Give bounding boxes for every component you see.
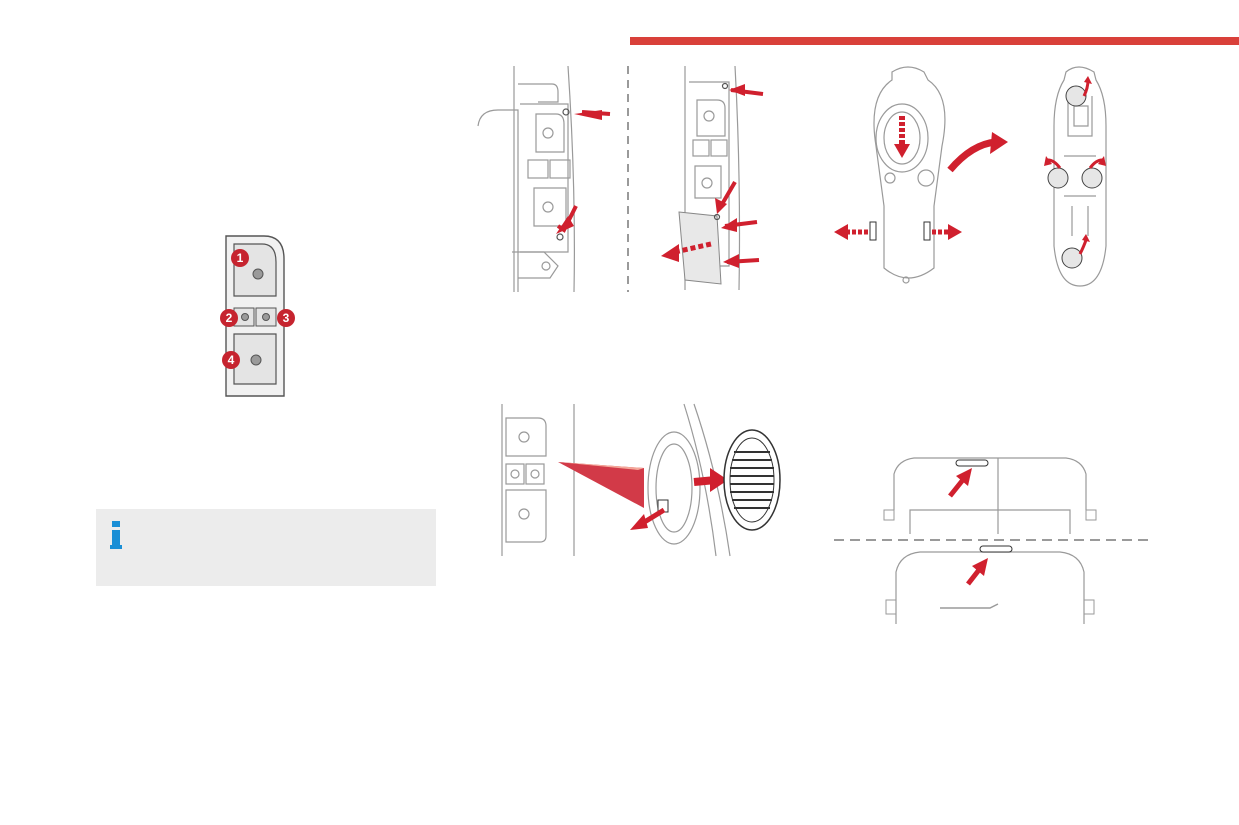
svg-text:1: 1 (237, 251, 244, 265)
info-icon (110, 521, 122, 551)
illustration-unclip-holder (834, 66, 1008, 284)
svg-text:3: 3 (283, 311, 290, 325)
svg-text:4: 4 (228, 353, 235, 367)
illustration-side-lamp-cover (501, 403, 781, 557)
tail-lamp-diagram: 1 2 3 4 (220, 235, 295, 397)
section-header-bar (630, 37, 1239, 45)
bulb-badge-1: 1 (231, 249, 249, 267)
illustration-remove-screws (477, 65, 611, 293)
dashed-divider (627, 66, 629, 292)
illustration-replace-bulbs (1044, 66, 1107, 287)
bulb-badge-3: 3 (277, 309, 295, 327)
bulb-badge-2: 2 (220, 309, 238, 327)
illustration-remove-lamp (661, 65, 764, 291)
illustration-third-brake-light (834, 457, 1154, 624)
info-note-box (96, 509, 436, 586)
svg-text:2: 2 (226, 311, 233, 325)
bulb-badge-4: 4 (222, 351, 240, 369)
